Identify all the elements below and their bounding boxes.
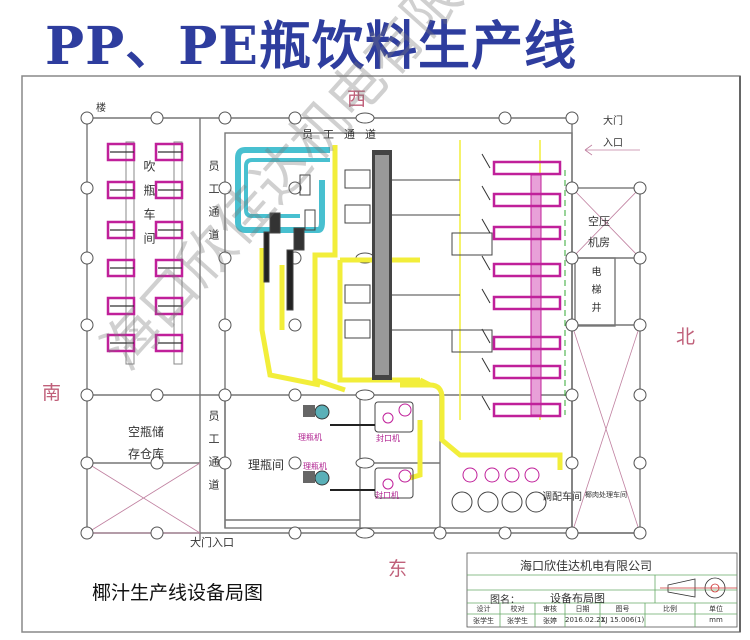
title-block-header: 比例	[663, 605, 677, 613]
air-conveyor-loop	[235, 147, 330, 233]
title-block-header: 图号	[615, 605, 630, 613]
title-block-header: 校对	[510, 605, 525, 613]
page-title: PP、PE瓶饮料生产线	[45, 16, 577, 77]
storage-label-1: 空瓶储	[128, 425, 165, 439]
title-block-value: 2016.02.21	[565, 616, 606, 624]
title-block-value: mm	[709, 616, 723, 624]
title-block-value: 张学生	[507, 617, 528, 625]
main-gate-top-label-2: 入口	[603, 138, 623, 149]
company-name: 海口欣佳达机电有限公司	[520, 559, 653, 573]
sterilizer-feed	[481, 395, 491, 411]
sorting-room-label: 理瓶间	[248, 458, 285, 472]
title-block-value: XJ 15.006(1)	[600, 616, 645, 624]
air-compressor-label-1: 空压	[588, 215, 610, 228]
sterilizer-unit	[492, 192, 562, 208]
coconut-processing-label: 椰肉处理车间	[585, 491, 627, 499]
air-compressor-label-2: 机房	[588, 236, 610, 249]
title-block-header: 审核	[543, 605, 557, 613]
direction-west: 西	[347, 88, 367, 110]
title-block-header: 设计	[476, 605, 491, 613]
process-units	[263, 169, 493, 353]
sterilizer-feed	[481, 218, 491, 234]
main-gate-top-label-1: 大门	[603, 116, 623, 127]
sterilizer-feed	[481, 288, 491, 304]
cappers-and-sorters	[303, 401, 414, 499]
sterilizer-unit	[492, 402, 562, 418]
direction-south: 南	[42, 382, 62, 404]
direction-north: 北	[676, 326, 696, 348]
drawing-caption: 椰汁生产线设备局图	[92, 582, 264, 604]
mixing-tanks	[451, 467, 547, 513]
sterilizer-feed	[481, 255, 491, 271]
mixing-workshop-label: 调配车间	[542, 492, 582, 503]
building-label: 楼	[96, 103, 106, 114]
direction-east: 东	[388, 558, 408, 580]
capper-label-2: 封口机	[375, 491, 399, 500]
title-block-header: 日期	[575, 605, 590, 613]
bottle-sorter-label-1: 理瓶机	[298, 433, 322, 442]
sterilizer-unit	[492, 364, 562, 380]
sterilizer-feed	[481, 153, 491, 169]
title-block-value: 张婷	[543, 617, 557, 625]
sterilizer-unit	[492, 335, 562, 351]
title-block	[466, 552, 738, 628]
drawing-name-label: 图名：	[490, 595, 520, 606]
title-block-value: 张学生	[473, 617, 494, 625]
blow-workshop-label: 吹瓶车间	[142, 160, 156, 256]
filling-machines	[372, 150, 392, 380]
sterilizer-feed	[481, 357, 491, 373]
sterilizer-feed	[481, 185, 491, 201]
staff-corridor-lower-label: 员工通道	[207, 410, 220, 502]
title-block-header: 单位	[709, 605, 723, 613]
bottle-sorter-label-2: 理瓶机	[303, 462, 327, 471]
capper-label-1: 封口机	[376, 434, 400, 443]
column-markers	[80, 111, 647, 540]
main-gate-bottom-label: 大门入口	[190, 536, 234, 549]
storage-label-2: 存仓库	[128, 447, 165, 461]
blow-molding-machines	[106, 141, 184, 365]
staff-corridor-left-label: 员工通道	[207, 160, 220, 252]
drawing-name: 设备布局图	[550, 592, 605, 605]
staff-corridor-top-label: 员工通道	[302, 128, 386, 141]
sterilizer-feed	[481, 328, 491, 344]
sterilizer-unit	[492, 262, 562, 278]
elevator-label: 电梯井	[589, 266, 600, 320]
blower-rail	[125, 141, 135, 365]
sterilizer-unit	[492, 295, 562, 311]
sterilizer-unit	[492, 160, 562, 176]
sterilizer-unit	[492, 225, 562, 241]
blower-rail	[173, 141, 183, 365]
void-crosses	[86, 144, 641, 534]
conveyors	[259, 145, 563, 481]
sterilizer-machines	[481, 153, 566, 418]
